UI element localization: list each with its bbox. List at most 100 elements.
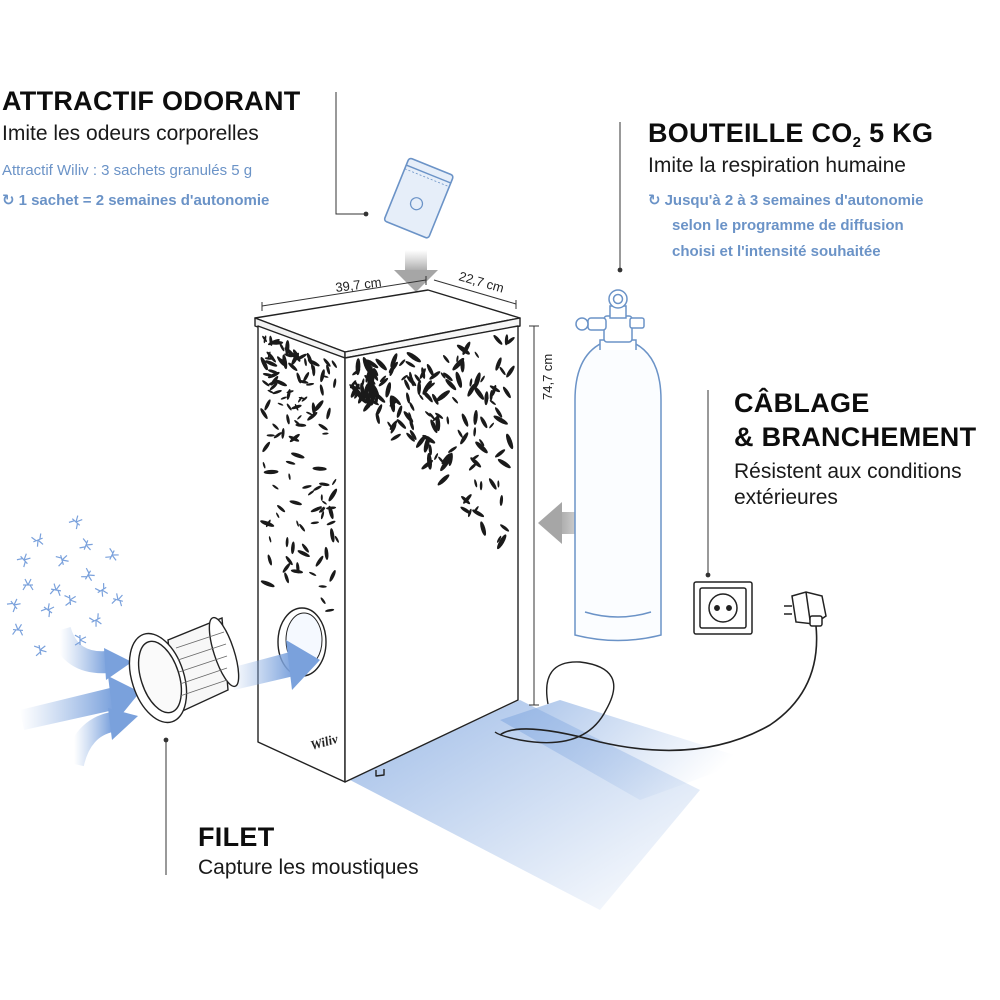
leader-lines bbox=[165, 92, 709, 875]
refresh-icon: ↻ bbox=[648, 192, 661, 209]
leaf-cutout bbox=[497, 480, 500, 488]
leaf-cutout bbox=[320, 511, 325, 520]
leaf-cutout bbox=[497, 534, 507, 550]
leaf-cutout bbox=[408, 412, 412, 420]
leaf-cutout bbox=[441, 453, 452, 465]
leaf-cutout bbox=[272, 390, 282, 395]
capture-net bbox=[128, 616, 240, 724]
leaf-cutout bbox=[425, 411, 431, 417]
leaf-cutout bbox=[288, 473, 291, 481]
mosquito-icon bbox=[22, 578, 34, 591]
leaf-cutout bbox=[267, 369, 278, 374]
leaf-cutout bbox=[262, 441, 271, 453]
leaf-cutout bbox=[480, 416, 488, 429]
mosquito-swarm bbox=[6, 515, 123, 657]
leaf-cutout bbox=[302, 485, 312, 489]
leaf-cutout bbox=[429, 371, 441, 380]
leaf-cutout bbox=[286, 389, 291, 400]
leaf-cutout bbox=[409, 402, 415, 411]
leaf-cutout bbox=[326, 520, 336, 526]
airflow-arrows bbox=[20, 626, 320, 767]
leaf-cutout bbox=[297, 396, 303, 403]
leaf-cutout bbox=[288, 362, 298, 372]
attractant-detail: Attractif Wiliv : 3 sachets granulés 5 g bbox=[2, 162, 253, 179]
mosquito-icon bbox=[55, 555, 69, 567]
leaf-cutout bbox=[296, 520, 299, 527]
leaf-cutout bbox=[426, 363, 434, 377]
leaf-cutout bbox=[436, 390, 450, 402]
leaf-cutout bbox=[279, 343, 285, 352]
wall-socket-icon bbox=[693, 581, 753, 635]
leaf-pattern-front bbox=[349, 334, 515, 550]
leaf-cutout bbox=[461, 495, 471, 505]
leaf-cutout bbox=[414, 374, 422, 383]
leaf-cutout bbox=[445, 378, 457, 391]
leaf-cutout bbox=[390, 353, 398, 368]
leaf-cutout bbox=[499, 366, 506, 376]
leaf-cutout bbox=[375, 412, 380, 425]
leaf-cutout bbox=[493, 415, 508, 425]
leaf-cutout bbox=[315, 555, 324, 567]
leaf-cutout bbox=[311, 402, 316, 415]
power-plug-icon bbox=[784, 591, 827, 627]
leaf-cutout bbox=[426, 452, 433, 470]
leaf-cutout bbox=[267, 554, 272, 566]
leaf-cutout bbox=[265, 519, 271, 528]
leaf-cutout bbox=[396, 405, 403, 418]
leaf-cutout bbox=[318, 423, 328, 431]
leaf-cutout bbox=[349, 384, 356, 392]
co2-hose bbox=[494, 661, 615, 744]
leaf-cutout bbox=[375, 393, 386, 403]
leaf-cutout bbox=[318, 482, 330, 487]
mosquito-icon bbox=[6, 598, 21, 613]
leaf-cutout bbox=[489, 390, 493, 401]
leaf-cutout bbox=[429, 412, 435, 420]
leaf-cutout bbox=[309, 571, 317, 576]
leaf-cutout bbox=[310, 521, 319, 525]
leaf-cutout bbox=[500, 524, 510, 532]
mosquito-icon bbox=[16, 553, 31, 568]
leaf-cutout bbox=[260, 356, 269, 371]
leaf-cutout bbox=[409, 429, 417, 441]
mosquito-icon bbox=[111, 593, 123, 607]
leaf-cutout bbox=[452, 357, 465, 371]
leaf-cutout bbox=[390, 423, 397, 434]
leaf-cutout bbox=[280, 396, 287, 400]
wiring-title-line-2: & BRANCHEMENT bbox=[734, 422, 977, 452]
net-subtitle: Capture les moustiques bbox=[198, 856, 419, 879]
leaf-cutout bbox=[306, 411, 313, 416]
leaf-cutout bbox=[432, 393, 439, 405]
leaf-cutout bbox=[331, 360, 337, 368]
leaf-cutout bbox=[473, 427, 477, 437]
leaf-cutout bbox=[485, 392, 489, 400]
leaf-cutout bbox=[306, 382, 315, 386]
leaf-cutout bbox=[297, 550, 310, 558]
leaf-cutout bbox=[442, 355, 450, 363]
co2-title-prefix: BOUTEILLE CO bbox=[648, 118, 853, 148]
co2-autonomy-line-1: Jusqu'à 2 à 3 semaines d'autonomie bbox=[664, 192, 924, 209]
leaf-cutout bbox=[480, 375, 485, 383]
mosquito-icon bbox=[94, 583, 109, 597]
leaf-cutout bbox=[428, 444, 432, 456]
arrow-down-grey bbox=[394, 250, 438, 292]
leaf-cutout bbox=[320, 507, 326, 513]
mosquito-icon bbox=[105, 547, 119, 561]
leaf-cutout bbox=[489, 400, 496, 405]
leaf-cutout bbox=[404, 379, 410, 391]
leaf-cutout bbox=[266, 434, 275, 437]
co2-title: BOUTEILLE CO2 5 KG bbox=[648, 118, 933, 151]
leaf-cutout bbox=[313, 400, 324, 412]
attractant-title: ATTRACTIF ODORANT bbox=[2, 86, 301, 116]
leaf-cutout bbox=[406, 392, 410, 404]
leaf-cutout bbox=[365, 359, 379, 369]
leaf-cutout bbox=[284, 353, 293, 358]
leaf-cutout bbox=[277, 505, 286, 513]
leaf-cutout bbox=[291, 452, 305, 459]
leaf-cutout bbox=[260, 408, 268, 420]
mosquito-icon bbox=[31, 533, 44, 547]
leaf-cutout bbox=[269, 382, 278, 391]
co2-title-suffix: 5 KG bbox=[861, 118, 934, 148]
leaf-cutout bbox=[385, 382, 392, 398]
leaf-cutout bbox=[265, 360, 278, 367]
leaf-cutout bbox=[388, 361, 398, 374]
